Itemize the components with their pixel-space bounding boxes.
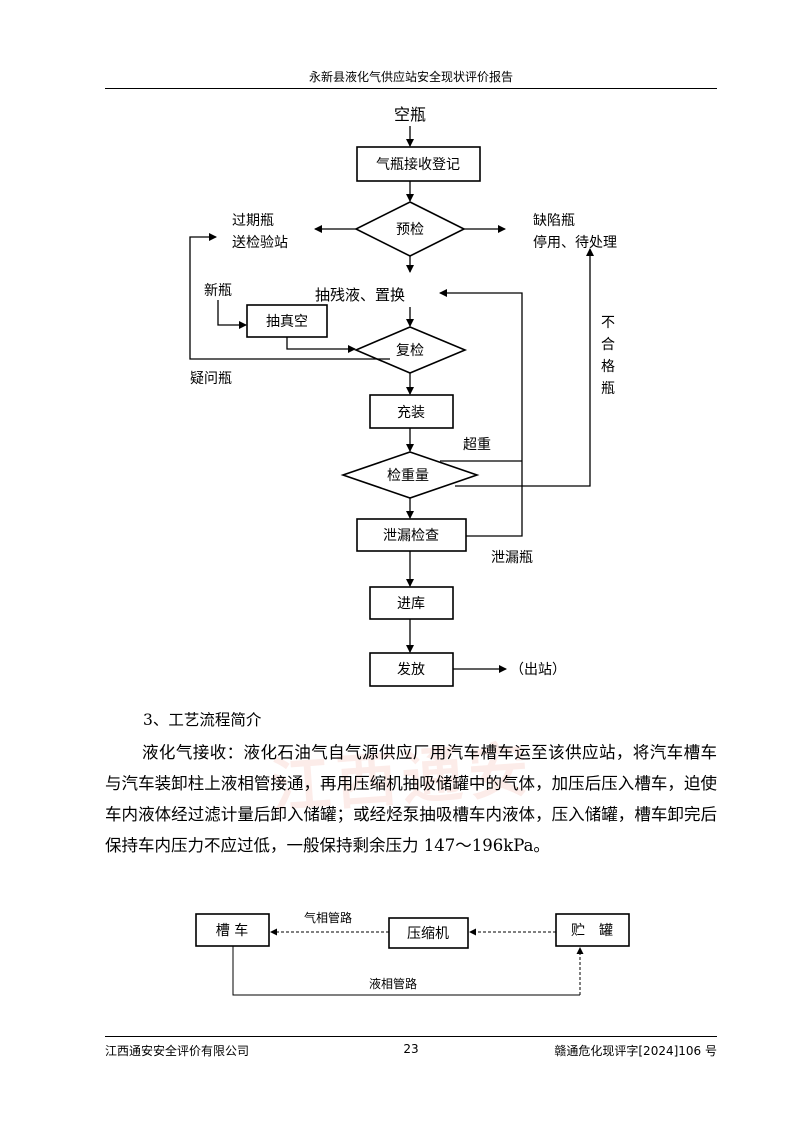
text-unqualified-3: 瓶 [601, 381, 615, 397]
section-paragraph: 液化气接收：液化石油气自气源供应厂用汽车槽车运至该供应站，将汽车槽车与汽车装卸柱… [105, 743, 717, 855]
text-defect-1: 缺陷瓶 [533, 213, 575, 229]
header-rule [105, 88, 717, 89]
text-receive: 气瓶接收登记 [376, 156, 460, 173]
text-tanker: 槽 车 [216, 922, 248, 939]
text-unqualified-0: 不 [601, 315, 615, 331]
box-fill [369, 394, 454, 429]
text-leak-bottle: 泄漏瓶 [491, 550, 533, 566]
line-liquid-pipe [232, 946, 580, 996]
text-residual: 抽残液、置换 [315, 286, 405, 304]
text-weigh: 检重量 [387, 468, 429, 484]
text-doubt: 疑问瓶 [190, 371, 232, 387]
text-expired-1: 过期瓶 [232, 213, 274, 229]
arrow-doubt-loop [189, 233, 390, 360]
box-leak-check [356, 518, 467, 552]
text-expired-2: 送检验站 [232, 235, 288, 251]
box-storage [369, 586, 454, 620]
text-compressor: 压缩机 [407, 926, 449, 942]
arrow-unqualified-to-defect [455, 248, 594, 487]
section-heading: 3、工艺流程简介 [143, 711, 262, 729]
text-new-bottle: 新瓶 [204, 283, 232, 299]
text-precheck: 预检 [396, 222, 424, 238]
text-gas-pipe: 气相管路 [304, 910, 352, 925]
box-tank [555, 913, 630, 947]
text-dispatch: 发放 [397, 662, 425, 678]
box-compressor [388, 917, 469, 949]
text-fill: 充装 [397, 405, 425, 421]
text-tank: 贮 罐 [571, 923, 613, 939]
text-exit: （出站） [510, 662, 566, 678]
footer-company: 江西通安安全评价有限公司 [105, 1044, 250, 1058]
text-defect-2: 停用、待处理 [533, 234, 617, 251]
arrow-leak-loop [439, 289, 523, 537]
text-liquid-pipe: 液相管路 [369, 976, 417, 991]
text-vacuum: 抽真空 [266, 314, 308, 330]
text-storage: 进库 [397, 596, 425, 612]
header-title: 永新县液化气供应站安全现状评价报告 [308, 70, 513, 84]
footer-doc-number: 赣通危化现评字[2024]106 号 [554, 1044, 717, 1058]
text-leak-check: 泄漏检查 [383, 528, 439, 544]
text-unqualified-1: 合 [601, 337, 615, 353]
footer-rule [105, 1036, 717, 1037]
arrow-vacuum-to-recheck [286, 337, 356, 353]
footer-page-number: 23 [403, 1042, 419, 1056]
text-unqualified-2: 格 [601, 359, 615, 375]
arrow-new-to-vacuum [217, 300, 247, 329]
label-empty-bottle: 空瓶 [394, 105, 426, 124]
text-overweight: 超重 [463, 437, 491, 453]
text-recheck: 复检 [396, 342, 424, 359]
box-receive [356, 146, 481, 182]
